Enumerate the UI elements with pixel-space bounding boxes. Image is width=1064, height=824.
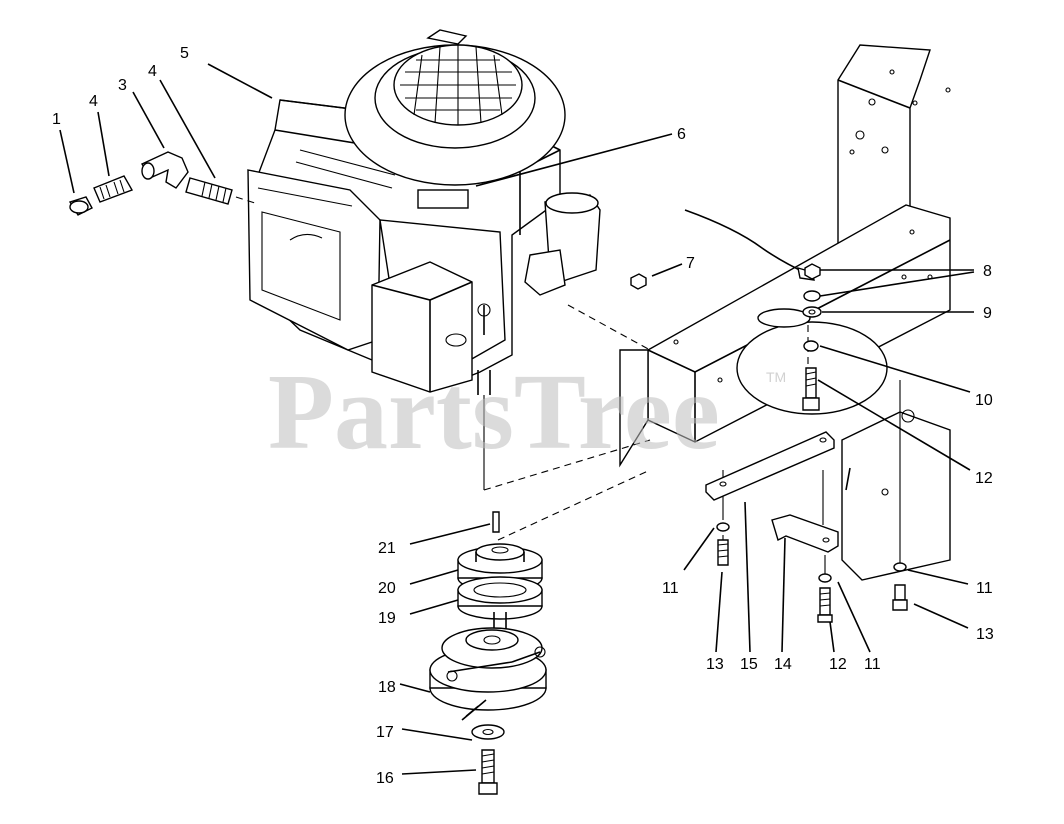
leader-lines [59,63,975,775]
callout-label: 4 [148,63,157,80]
hardware [630,263,908,623]
callout-label: 11 [662,580,679,597]
callout-label: 10 [975,392,993,409]
pulley-clutch-assembly [429,511,547,795]
callout-label: 18 [378,679,396,696]
callout-label: 21 [378,540,396,557]
callout-label: 4 [89,93,98,110]
callout-label: 3 [118,77,127,94]
callouts: 1 4 3 4 5 6 7 8 9 10 12 21 20 19 18 17 1… [52,45,994,787]
callout-label: 11 [864,656,881,673]
watermark-text: PartsTree [268,353,720,472]
callout-label: 14 [774,656,792,673]
watermark: PartsTree TM [268,353,786,472]
callout-label: 7 [686,255,695,272]
callout-label: 15 [740,656,758,673]
watermark-trademark: TM [766,369,786,385]
callout-label: 13 [976,626,994,643]
oil-drain-fittings [68,151,259,216]
ground-cable [684,209,809,275]
callout-label: 19 [378,610,396,627]
engine [247,29,601,490]
callout-label: 12 [829,656,847,673]
callout-label: 13 [706,656,724,673]
callout-label: 17 [376,724,394,741]
callout-label: 12 [975,470,993,487]
callout-label: 11 [976,580,993,597]
callout-label: 1 [52,111,61,128]
callout-label: 9 [983,305,992,322]
callout-label: 16 [376,770,394,787]
callout-label: 5 [180,45,189,62]
callout-label: 8 [983,263,992,280]
callout-label: 20 [378,580,396,597]
callout-label: 6 [677,126,686,143]
